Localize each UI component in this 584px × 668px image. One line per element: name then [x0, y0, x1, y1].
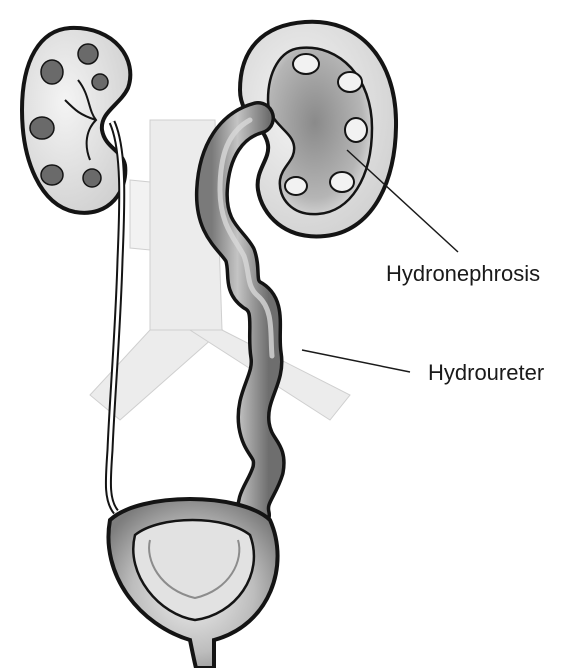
bladder — [108, 499, 277, 668]
normal-kidney — [22, 28, 130, 213]
hydroureter-label: Hydroureter — [428, 360, 544, 385]
hydroureter-leader-line — [302, 350, 410, 372]
hydronephrosis-label: Hydronephrosis — [386, 261, 540, 286]
